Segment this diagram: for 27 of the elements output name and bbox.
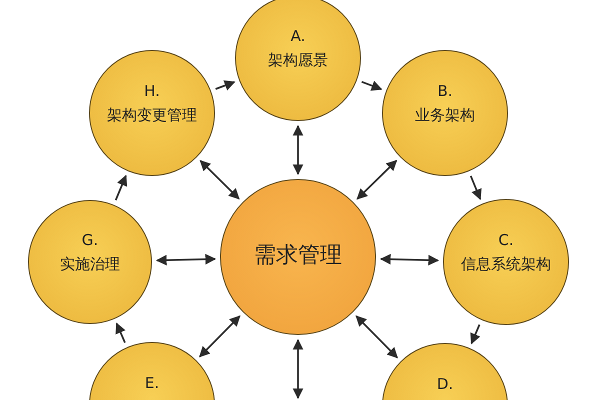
arrow	[470, 324, 480, 344]
phase-letter: B.	[437, 84, 453, 99]
phase-name: 实施治理	[60, 257, 120, 272]
arrow	[361, 80, 382, 91]
center-label: 需求管理	[254, 245, 342, 267]
phase-name: 信息系统架构	[461, 257, 551, 272]
arrow	[200, 160, 240, 200]
arrow	[199, 315, 240, 358]
arrow	[380, 254, 440, 266]
arrow	[292, 338, 304, 400]
phase-letter: D.	[436, 377, 454, 392]
phase-name: 架构变更管理	[107, 108, 197, 123]
phase-letter: G.	[82, 233, 98, 248]
arrow	[114, 174, 128, 200]
arrow	[470, 176, 482, 200]
phase-name: 架构愿景	[268, 53, 328, 68]
phase-letter: C.	[498, 233, 514, 248]
phase-name: 业务架构	[415, 108, 475, 123]
phase-letter: H.	[144, 84, 160, 99]
arrow	[116, 322, 126, 343]
arrow	[356, 160, 398, 200]
arrow	[356, 315, 398, 358]
phase-letter: A.	[290, 29, 306, 44]
arrow	[292, 124, 304, 176]
arrow	[156, 254, 216, 266]
phase-letter: E.	[144, 376, 160, 391]
arrow	[215, 80, 236, 90]
